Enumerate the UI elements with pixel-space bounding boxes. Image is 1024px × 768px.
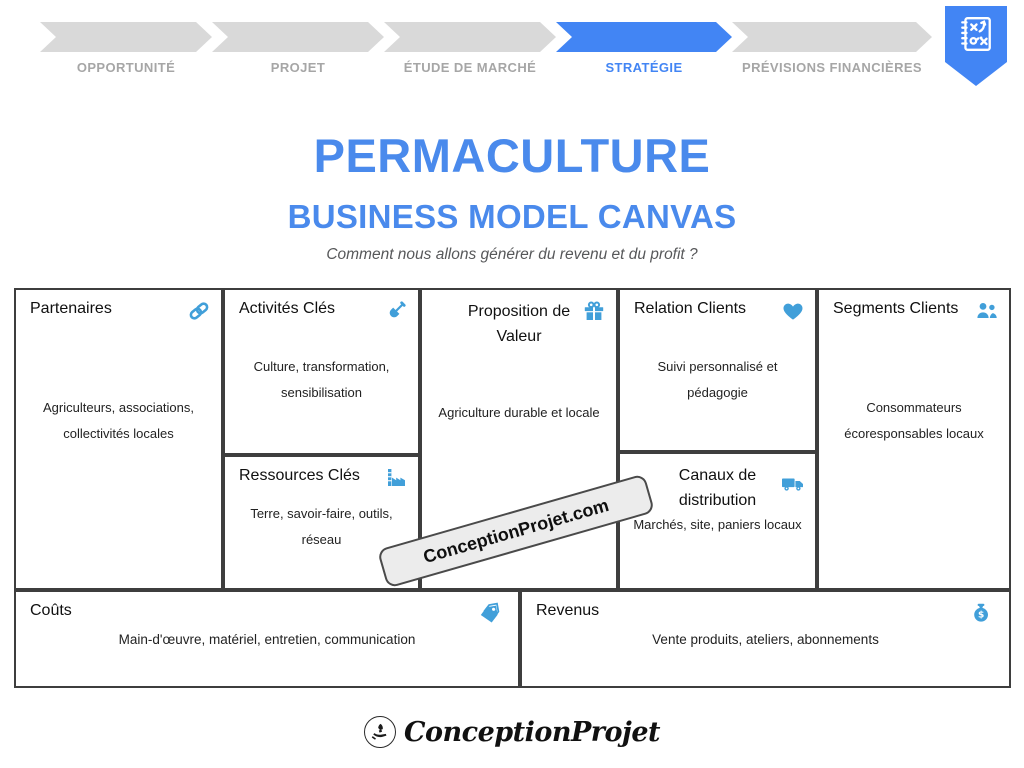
gift-icon — [584, 301, 604, 320]
page-tagline: Comment nous allons générer du revenu et… — [326, 246, 698, 263]
factory-icon — [388, 469, 405, 486]
nav-step-label: PROJET — [270, 60, 326, 75]
cell-revenus: Revenus $ Vente produits, ateliers, abon… — [520, 590, 1011, 688]
shovel-icon — [389, 301, 406, 318]
nav-step-strategie[interactable]: STRATÉGIE — [556, 22, 732, 78]
cell-title: Ressources Clés — [239, 467, 360, 484]
svg-text:$: $ — [978, 611, 984, 621]
chain-link-icon — [189, 302, 209, 320]
nav-step-projet[interactable]: PROJET — [212, 22, 384, 78]
money-bag-icon: $ — [974, 603, 988, 622]
cell-title: Proposition de Valeur — [467, 303, 571, 345]
strategy-bookmark[interactable] — [945, 6, 1007, 86]
cell-activites-cles: Activités Clés Culture, transformation, … — [223, 288, 420, 455]
cell-segments-clients: Segments Clients Consommateurs écorespon… — [817, 288, 1011, 590]
cell-body: Agriculteurs, associations, collectivité… — [42, 400, 194, 441]
cell-body: Agriculture durable et locale — [438, 405, 600, 420]
cell-canaux-distribution: Canaux de distribution Marchés, site, pa… — [618, 452, 817, 590]
footer-logo-text: ConceptionProjet — [404, 716, 660, 748]
nav-step-label: OPPORTUNITÉ — [76, 60, 176, 75]
chevron-shape — [212, 22, 384, 52]
cell-title: Canaux de distribution — [678, 467, 757, 509]
cell-body: Vente produits, ateliers, abonnements — [652, 632, 879, 647]
cell-title: Segments Clients — [833, 300, 959, 317]
chevron-shape — [40, 22, 212, 52]
cell-relation-clients: Relation Clients Suivi personnalisé et p… — [618, 288, 817, 452]
chevron-shape — [556, 22, 732, 52]
chevron-shape — [732, 22, 932, 52]
nav-step-label: STRATÉGIE — [605, 60, 683, 75]
page-title: PERMACULTURE — [313, 129, 711, 182]
nav-step-label: PRÉVISIONS FINANCIÈRES — [742, 60, 922, 75]
nav-step-opportunite[interactable]: OPPORTUNITÉ — [40, 22, 212, 78]
cell-couts: Coûts Main-d'œuvre, matériel, entretien,… — [14, 590, 520, 688]
cell-partenaires: Partenaires Agriculteurs, associations, … — [14, 288, 223, 590]
chevron-shape — [384, 22, 556, 52]
nav-step-previsions-financieres[interactable]: PRÉVISIONS FINANCIÈRES — [732, 22, 932, 78]
footer-logo[interactable]: ConceptionProjet — [0, 716, 1024, 748]
cell-title: Activités Clés — [239, 300, 336, 317]
cell-title: Coûts — [30, 602, 72, 619]
cell-body: Suivi personnalisé et pédagogie — [657, 359, 778, 400]
cell-body: Consommateurs écoresponsables locaux — [844, 400, 984, 441]
nav-step-etude-de-marche[interactable]: ÉTUDE DE MARCHÉ — [384, 22, 556, 78]
heart-icon — [783, 303, 803, 320]
page-subtitle: BUSINESS MODEL CANVAS — [287, 198, 737, 235]
people-icon — [977, 303, 997, 318]
cell-body: Terre, savoir-faire, outils, réseau — [250, 506, 393, 547]
cell-body: Main-d'œuvre, matériel, entretien, commu… — [118, 632, 416, 647]
truck-icon — [782, 478, 803, 491]
cell-title: Relation Clients — [634, 300, 747, 317]
cell-title: Revenus — [536, 602, 600, 619]
strategy-playbook-icon — [961, 17, 991, 51]
cell-body: Marchés, site, paniers locaux — [633, 517, 802, 532]
nav-step-label: ÉTUDE DE MARCHÉ — [403, 60, 537, 75]
cell-body: Culture, transformation, sensibilisation — [253, 359, 390, 400]
hand-rocket-icon — [364, 716, 397, 748]
cell-title: Partenaires — [30, 300, 112, 317]
tags-icon — [480, 602, 500, 623]
